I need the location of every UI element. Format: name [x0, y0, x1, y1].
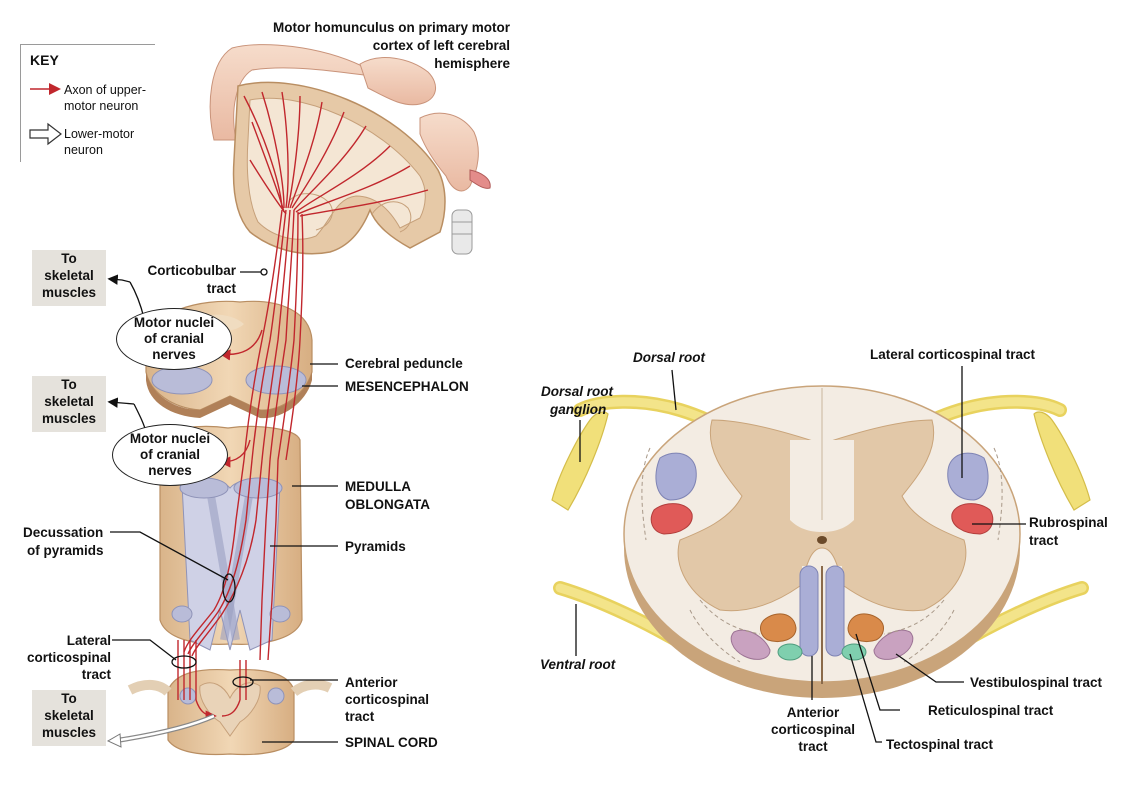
anterior-cst-label-2: corticospinal — [345, 692, 430, 707]
key-lower-line2: neuron — [64, 143, 103, 157]
anterior-cst-label-3: tract — [345, 709, 375, 724]
homunculus-label-1: Motor homunculus on primary motor — [272, 20, 510, 35]
dorsal-root-ganglion-label-1: Dorsal root — [541, 384, 614, 399]
anterior-cst-right-line: Anterior — [786, 705, 840, 720]
oval-line: of cranial — [139, 447, 201, 462]
box-line: skeletal — [44, 708, 94, 723]
medulla-label-2: OBLONGATA — [345, 497, 430, 512]
lateral-cst-label-2: corticospinal — [26, 650, 111, 665]
lateral-cst-label-1: Lateral — [66, 633, 111, 648]
skeletal-muscles-box: To skeletal muscles — [32, 250, 106, 306]
rubrospinal-label-2: tract — [1029, 533, 1059, 548]
medulla-label-1: MEDULLA — [345, 479, 411, 494]
box-line: To — [61, 251, 77, 266]
tectospinal-label: Tectospinal tract — [886, 737, 994, 752]
spinal-cord-label: SPINAL CORD — [345, 735, 438, 750]
box-line: To — [61, 691, 77, 706]
right-leaders — [575, 366, 1026, 743]
rubrospinal-label-1: Rubrospinal — [1029, 515, 1108, 530]
box-line: muscles — [41, 725, 97, 740]
skeletal-muscles-box: To skeletal muscles — [32, 376, 106, 432]
brainstem — [127, 300, 333, 756]
reticulospinal-label: Reticulospinal tract — [928, 703, 1054, 718]
anterior-cst-label-1: Anterior — [345, 675, 398, 690]
decussation-label-2: of pyramids — [27, 543, 104, 558]
oval-line: nerves — [148, 463, 192, 478]
dorsal-root-ganglion-label-2: ganglion — [550, 402, 607, 417]
pyramids-label: Pyramids — [345, 539, 406, 554]
spinal-cross-section — [551, 385, 1091, 698]
mesencephalon-label: MESENCEPHALON — [345, 379, 469, 394]
key-panel: KEY Axon of upper- motor neuron Lower-mo… — [20, 44, 155, 162]
anterior-cst-right-line: corticospinal — [770, 722, 856, 737]
key-upper-line1: Axon of upper- — [64, 83, 146, 97]
oval-line: Motor nuclei — [129, 431, 211, 446]
anterior-cst-right-line: tract — [798, 739, 828, 754]
cortex-slice — [232, 81, 446, 255]
vestibulospinal-label: Vestibulospinal tract — [970, 675, 1103, 690]
anterior-cst-right-label: Anterior corticospinal tract — [766, 704, 860, 755]
box-line: skeletal — [44, 268, 94, 283]
box-line: muscles — [41, 411, 97, 426]
box-line: To — [61, 377, 77, 392]
corticobulbar-label-1: Corticobulbar — [147, 263, 236, 278]
key-lower-line1: Lower-motor — [64, 127, 135, 141]
box-line: muscles — [41, 285, 97, 300]
decussation-label-1: Decussation — [23, 525, 104, 540]
homunculus-label-3: hemisphere — [434, 56, 510, 71]
motor-nuclei-oval: Motor nuclei of cranial nerves — [112, 424, 228, 486]
key-title: KEY — [30, 52, 59, 68]
cerebral-peduncle-label: Cerebral peduncle — [345, 356, 463, 371]
left-leaders — [107, 268, 338, 743]
oval-line: of cranial — [143, 331, 205, 346]
lateral-cst-right-label: Lateral corticospinal tract — [870, 347, 1036, 362]
box-line: skeletal — [44, 394, 94, 409]
skeletal-muscles-box: To skeletal muscles — [32, 690, 106, 746]
dorsal-root-label: Dorsal root — [633, 350, 706, 365]
oval-line: Motor nuclei — [133, 315, 215, 330]
lateral-cst-label-3: tract — [81, 667, 111, 682]
homunculus — [209, 44, 491, 255]
ventral-root-label: Ventral root — [540, 657, 616, 672]
homunculus-label-2: cortex of left cerebral — [372, 38, 510, 53]
lower-motor-key-arrow — [29, 122, 62, 146]
oval-line: nerves — [152, 347, 196, 362]
motor-nuclei-oval: Motor nuclei of cranial nerves — [116, 308, 232, 370]
key-upper-line2: motor neuron — [64, 99, 139, 113]
corticobulbar-label-2: tract — [206, 281, 236, 296]
